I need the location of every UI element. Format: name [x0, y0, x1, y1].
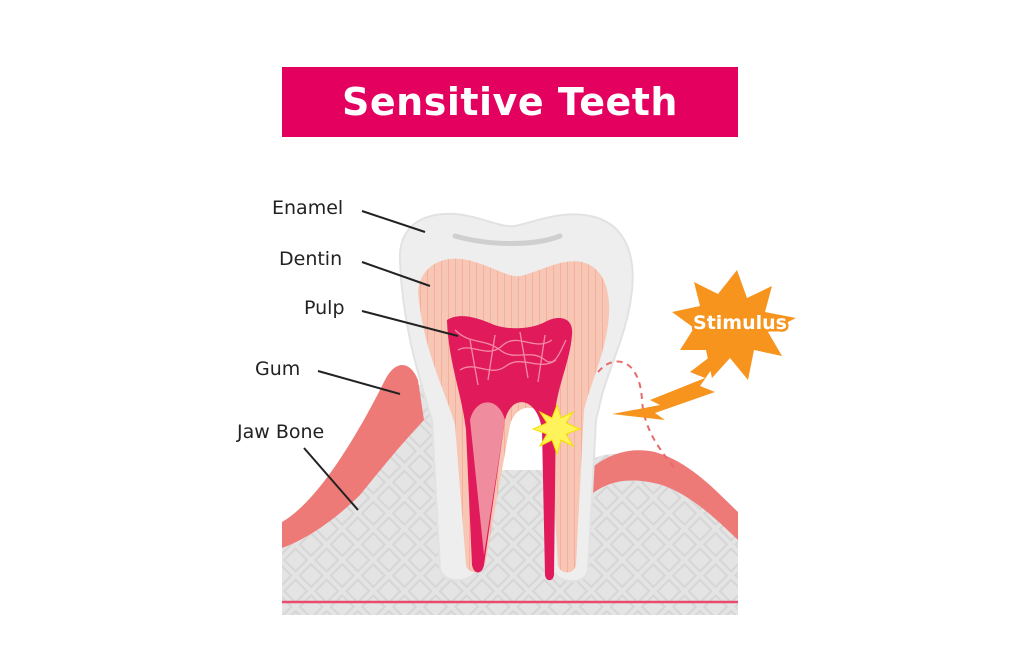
gum-right — [580, 450, 738, 540]
lightning-bolt-icon — [612, 340, 732, 420]
label-enamel: Enamel — [272, 197, 344, 219]
diagram-title: Sensitive Teeth — [342, 80, 678, 124]
leader-lines — [303, 210, 459, 511]
stimulus-label: Stimulus — [693, 312, 787, 334]
title-banner: Sensitive Teeth — [282, 67, 738, 137]
pulp-nerve-mesh — [454, 329, 567, 386]
pain-spark — [531, 403, 582, 456]
stimulus-burst-icon — [672, 270, 796, 380]
gum-left — [282, 365, 424, 548]
tooth-pulp — [447, 316, 573, 581]
label-jaw-bone: Jaw Bone — [237, 421, 325, 443]
label-dentin: Dentin — [279, 248, 343, 270]
label-gum: Gum — [255, 358, 301, 380]
label-pulp: Pulp — [304, 297, 345, 319]
